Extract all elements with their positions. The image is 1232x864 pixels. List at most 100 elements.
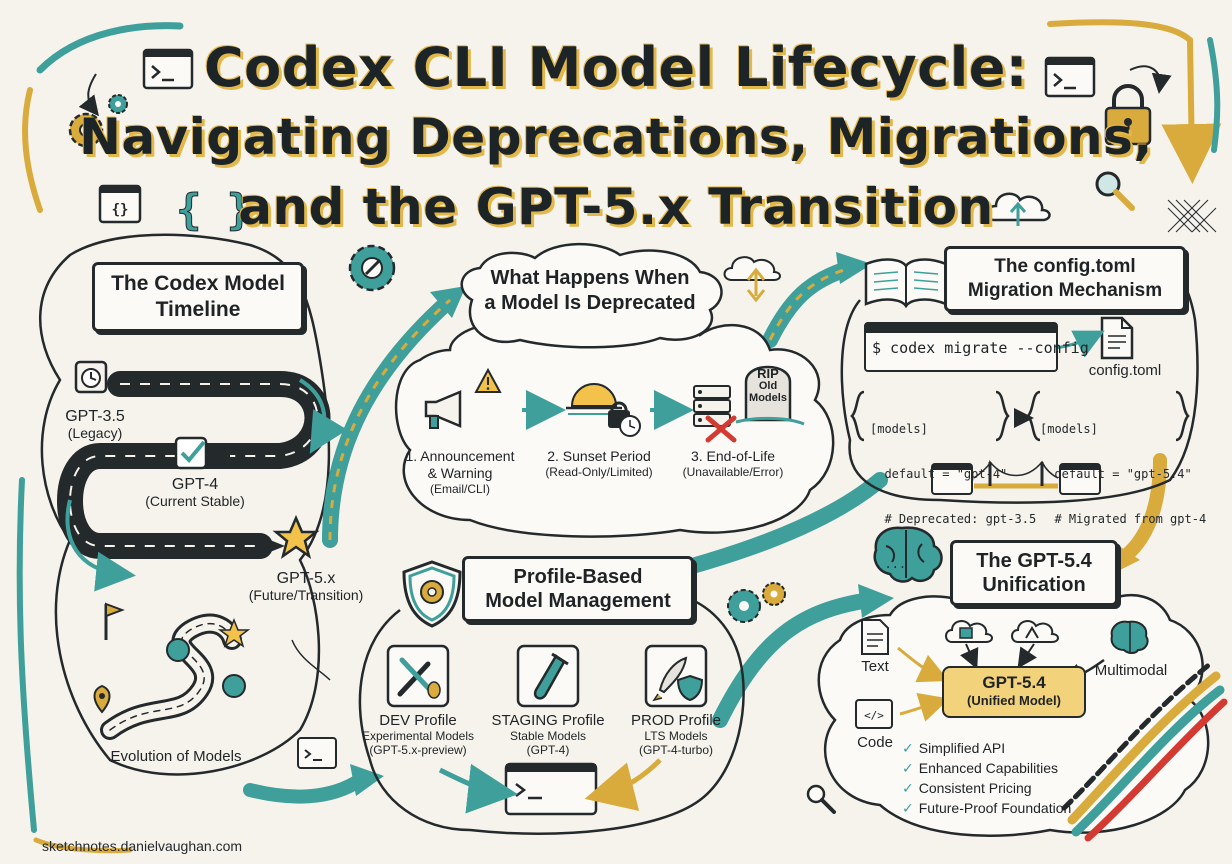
tombstone-line-1: RIP [757, 366, 779, 381]
document-icon [861, 619, 889, 655]
staging-profile-version: (GPT-4) [526, 743, 570, 757]
step-2-title: 2. Sunset Period [547, 448, 651, 464]
arrow-timeline-to-profiles [243, 773, 367, 804]
unified-model-name: GPT-5.4 [982, 673, 1046, 692]
star-icon [272, 514, 320, 559]
gpt4-name: GPT-4 [171, 476, 219, 493]
staging-profile-name: STAGING Profile [491, 712, 605, 729]
crosshatch-pattern [1167, 199, 1217, 233]
svg-text:</>: </> [864, 709, 884, 722]
deprecation-step-2: 2. Sunset Period (Read-Only/Limited) [534, 448, 664, 479]
test-tube-icon [516, 644, 580, 708]
gpt35-name: GPT-3.5 [65, 408, 125, 425]
svg-text:{}: {} [112, 202, 129, 218]
input-text-label: Text [861, 658, 889, 675]
benefit-text: Future-Proof Foundation [918, 800, 1072, 816]
brace-right-2 [1175, 390, 1190, 442]
migrate-command: $ codex migrate --config [872, 339, 1089, 357]
prod-profile-version: (GPT-4-turbo) [638, 743, 713, 757]
cloud-upload-icon [985, 192, 1051, 226]
arrow-timeline-to-deprecation [322, 292, 458, 548]
deprecation-heading-line-1: What Happens When [490, 267, 690, 289]
terminal-icon [504, 762, 598, 816]
chat-bubble-icon [166, 638, 190, 662]
main-title-line-3: and the GPT-5.x Transition [238, 178, 994, 236]
cloud-node-icon [1011, 620, 1059, 643]
unified-model-box: GPT-5.4 (Unified Model) [942, 666, 1086, 718]
flag-icon [104, 602, 125, 640]
prod-profile: PROD Profile LTS Models (GPT-4-turbo) [618, 712, 734, 757]
step-1-title: 1. Announcement [405, 448, 515, 464]
dev-profile-version: (GPT-5.x-preview) [369, 743, 467, 757]
magnifier-small-icon [806, 784, 836, 814]
config-before-line: [models] [870, 422, 928, 436]
prod-profile-name: PROD Profile [630, 712, 722, 729]
benefit-text: Enhanced Capabilities [918, 760, 1059, 776]
step-3-detail: (Unavailable/Error) [682, 465, 784, 479]
input-code-label: Code [857, 734, 893, 751]
dev-profile: DEV Profile Experimental Models (GPT-5.x… [360, 712, 476, 757]
cloud-sync-icon [723, 256, 781, 281]
tombstone-line-3: Models [749, 392, 787, 404]
profiles-heading-line-2: Model Management [485, 590, 671, 612]
gpt5-name: GPT-5.x [276, 570, 336, 587]
bridge-icon [931, 459, 1101, 495]
shield-gear-icon [402, 560, 462, 628]
gear-small-icon [108, 94, 128, 114]
check-icon: ✓ [902, 760, 914, 776]
tombstone-icon [735, 365, 805, 426]
migration-blob [840, 260, 1199, 504]
benefits-list: ✓Simplified API ✓Enhanced Capabilities ✓… [902, 738, 1102, 818]
brace-right-1 [995, 390, 1010, 442]
check-icon: ✓ [902, 780, 914, 796]
unified-model-subtitle: (Unified Model) [967, 693, 1061, 708]
gear-wrench-icon [348, 244, 396, 292]
benefit-text: Consistent Pricing [918, 780, 1032, 796]
file-icon [1100, 316, 1134, 360]
input-multimodal-label: Multimodal [1094, 662, 1168, 679]
lock-clock-icon [608, 401, 641, 437]
dev-profile-models: Experimental Models [361, 729, 475, 743]
tombstone-text: RIP Old Models [746, 366, 790, 404]
step-2-detail: (Read-Only/Limited) [545, 465, 653, 479]
migration-heading-line-2: Migration Mechanism [967, 280, 1163, 301]
code-brackets-window-icon: {} [98, 184, 142, 224]
benefit-text: Simplified API [918, 740, 1006, 756]
brain-small-icon [1110, 620, 1149, 654]
step-1-detail: (Email/CLI) [429, 482, 490, 496]
gpt5-label: GPT-5.x (Future/Transition) [236, 570, 376, 604]
winding-road-icon [100, 613, 242, 740]
deprecation-heading-cloud [460, 242, 723, 349]
curly-braces-icon: { } [176, 185, 252, 234]
step-3-title: 3. End-of-Life [690, 448, 776, 464]
brace-left-2 [1026, 390, 1041, 442]
main-title-line-1: Codex CLI Model Lifecycle: [204, 36, 1028, 99]
gpt4-status: (Current Stable) [145, 493, 245, 509]
profiles-heading: Profile-Based Model Management [462, 556, 694, 622]
gears-icon [727, 582, 786, 623]
migrate-command-terminal[interactable]: $ codex migrate --config [864, 322, 1089, 372]
check-icon: ✓ [902, 800, 914, 816]
arrow-deprecation-to-migration [762, 260, 858, 348]
brain-icon [873, 526, 943, 583]
benefit-item: ✓Consistent Pricing [902, 778, 1102, 798]
gear-icon [68, 112, 104, 148]
profiles-blob [358, 594, 745, 835]
timeline-heading: The Codex Model Timeline [92, 262, 304, 332]
benefit-item: ✓Future-Proof Foundation [902, 798, 1102, 818]
deprecation-heading-line-2: a Model Is Deprecated [484, 292, 696, 314]
step-1-subtitle: & Warning [427, 465, 493, 481]
config-before: [models] default = "gpt-4" # Deprecated:… [870, 392, 1036, 587]
main-title-line-2: Navigating Deprecations, Migrations, [79, 108, 1153, 166]
code-window-icon: </> [855, 699, 893, 729]
timeline-heading-text: The Codex Model Timeline [111, 272, 285, 321]
config-before-line: ... [870, 557, 907, 571]
config-after-line: [models] [1040, 422, 1098, 436]
footer-credit[interactable]: sketchnotes.danielvaughan.com [42, 838, 243, 854]
migration-heading-line-1: The config.toml [994, 256, 1136, 277]
outer-border [16, 19, 1222, 854]
staging-profile-models: Stable Models [509, 729, 587, 743]
tombstone-line-2: Old [758, 380, 778, 392]
padlock-icon [1104, 84, 1152, 146]
unification-heading-line-1: The GPT-5.4 [976, 550, 1092, 572]
